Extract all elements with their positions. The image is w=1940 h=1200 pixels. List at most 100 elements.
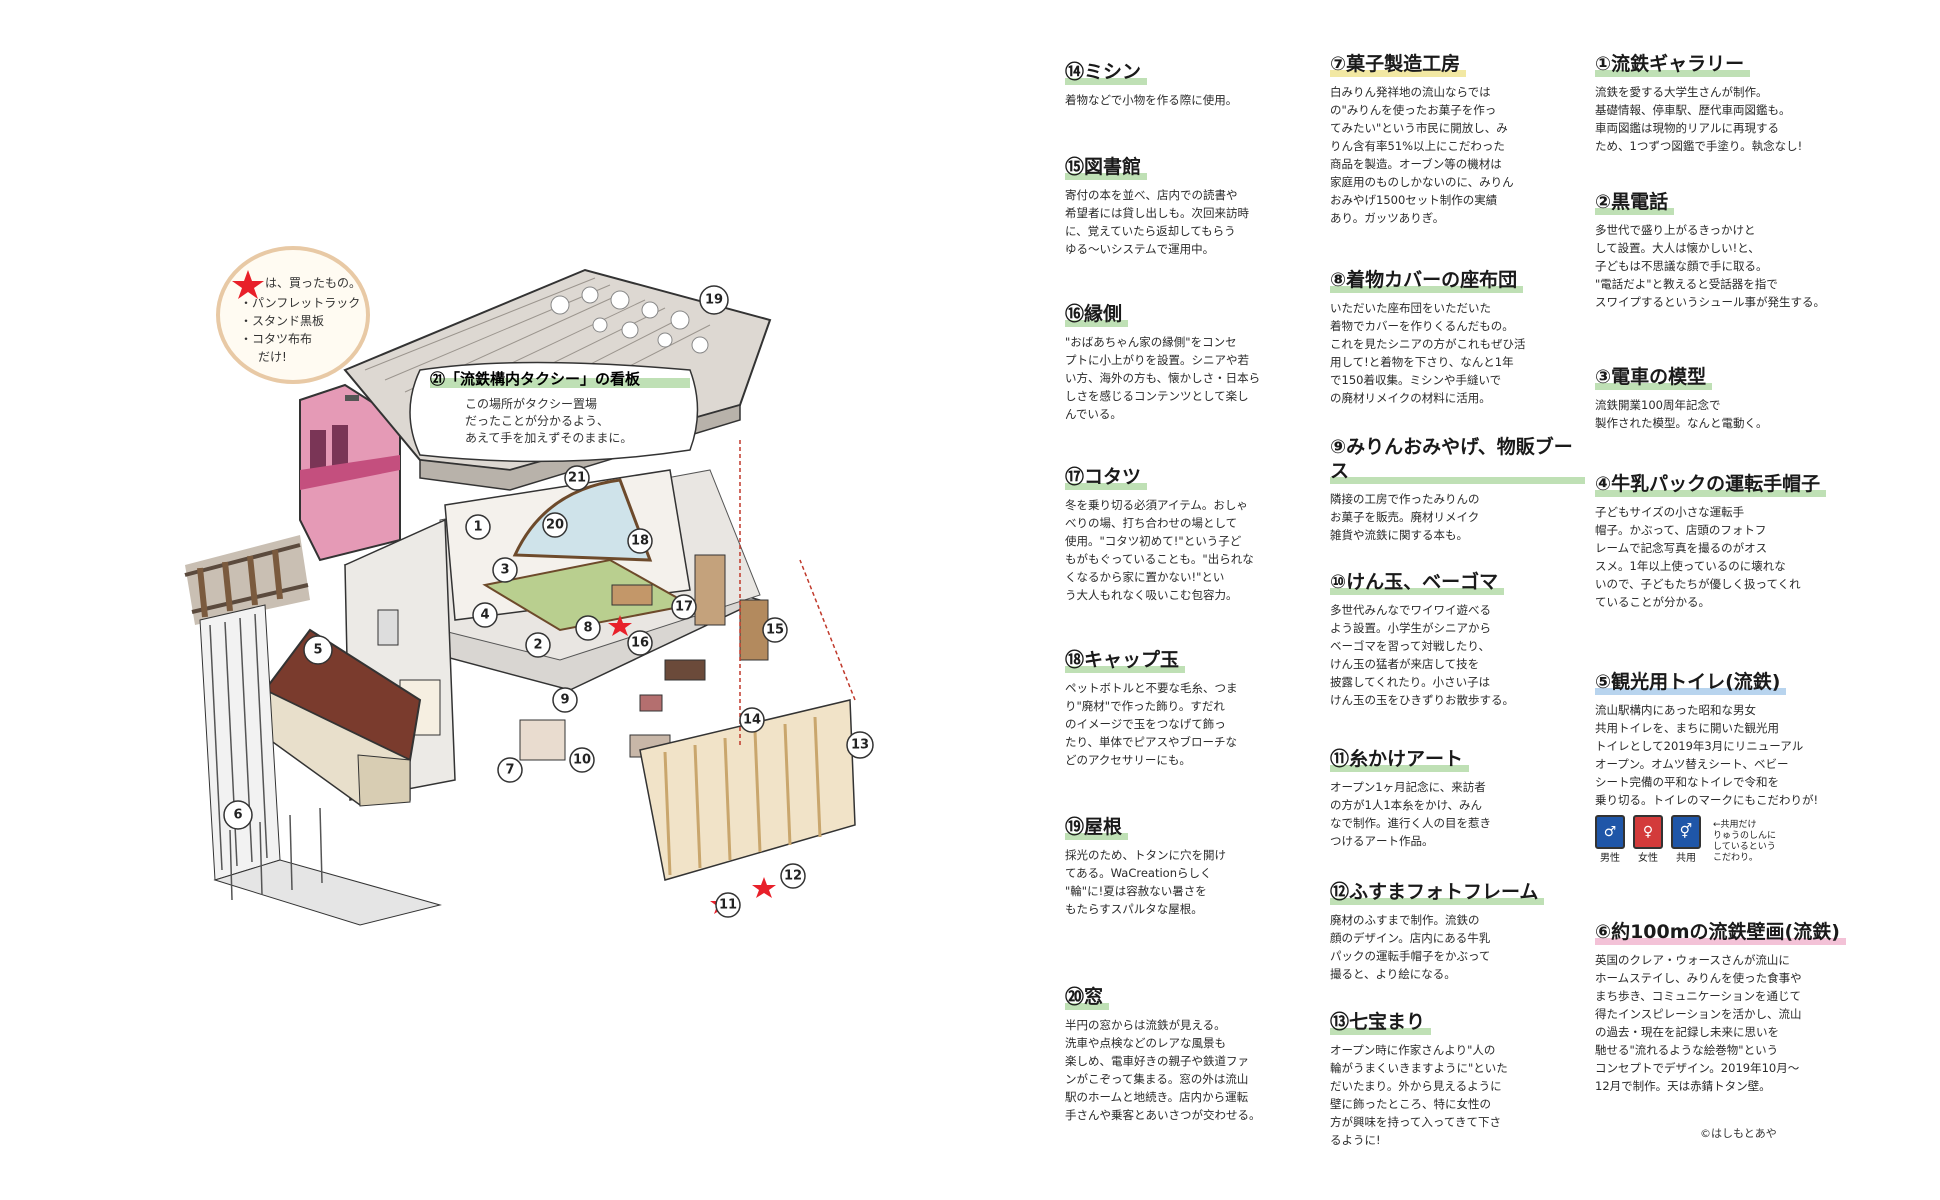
entry-line: オープン1ヶ月記念に、来訪者 (1330, 780, 1486, 794)
sign-line: あえて手を加えずそのままに。 (465, 431, 632, 445)
entry-train-model: ③電車の模型 流鉄開業100周年記念で製作された模型。なんと電動く。 (1595, 365, 1850, 432)
entry-engawa: ⑯縁側 "おばあちゃん家の縁側"をコンセプトに小上がりを設置。シニアや若い方、海… (1065, 302, 1320, 423)
entry-line: 壁に飾ったところ、特に女性の (1330, 1097, 1491, 1111)
entry-milk-carton-hat: ④牛乳パックの運転手帽子 子どもサイズの小さな運転手帽子。かぶって、店頭のフォト… (1595, 472, 1850, 611)
entry-line: ペットボトルと不要な毛糸、つま (1065, 681, 1238, 695)
entry-roof: ⑲屋根 採光のため、トタンに穴を開けてある。WaCreationらしく"輪"に!… (1065, 815, 1320, 918)
entry-line: これを見たシニアの方がこれもぜひ活 (1330, 337, 1526, 351)
entry-line: いただいた座布団をいただいた (1330, 301, 1491, 315)
entry-line: 用して!と着物を下さり、なんと1年 (1330, 355, 1514, 369)
entry-line: 楽しめ、電車好きの親子や鉄道ファ (1065, 1054, 1249, 1068)
entry-line: 顔のデザイン。店内にある牛乳 (1330, 931, 1491, 945)
entry-line: もたらすスパルタな屋根。 (1065, 902, 1203, 916)
station-illustration: は、買ったもの。 ・パンフレットラック ・スタンド黒板 ・コタツ布布 だけ! (184, 246, 874, 926)
entry-line: 車両図鑑は現物的リアルに再現する (1595, 121, 1779, 135)
legend-item: だけ! (258, 350, 287, 364)
entry-line: 駅のホームと地続き。店内から運転 (1065, 1090, 1249, 1104)
entry-kendama: ⑩けん玉、ベーゴマ 多世代みんなでワイワイ遊べるよう設置。小学生がシニアからベー… (1330, 570, 1585, 709)
entry-line: お菓子を販売。廃材リメイク (1330, 510, 1480, 524)
svg-text:2: 2 (533, 638, 542, 653)
entry-title: ⑮図書館 (1065, 155, 1148, 180)
entry-line: 子どもは不思議な顔で手に取る。 (1595, 259, 1768, 273)
svg-text:6: 6 (233, 808, 242, 823)
entry-line: 披露してくれたり。小さい子は (1330, 675, 1491, 689)
toilet-icons: ♂ 男性 ♀ 女性 ⚥ 共用 ←共用だけ りゅうのしんに しているという こだわ… (1595, 815, 1850, 864)
entry-line: トイレとして2019年3月にリニューアル (1595, 739, 1804, 753)
entry-line: 着物などで小物を作る際に使用。 (1065, 93, 1238, 107)
entry-line: おみやげ1500セット制作の実績 (1330, 193, 1498, 207)
marker-20: 20 (542, 512, 568, 538)
marker-3: 3 (492, 557, 518, 583)
toilet-label: 共用 (1676, 853, 1696, 864)
svg-text:3: 3 (500, 563, 509, 578)
entry-line: 輪がうまくいきますように"といた (1330, 1061, 1508, 1075)
entry-line: 共用トイレを、まちに開いた観光用 (1595, 721, 1779, 735)
entry-line: つけるアート作品。 (1330, 834, 1434, 848)
pink-train (299, 383, 401, 562)
entry-line: べりの場、打ち合わせの場として (1065, 516, 1238, 530)
legend-heading: は、買ったもの。 (265, 276, 361, 290)
entry-line: るように! (1330, 1133, 1381, 1147)
entry-line: 方が興味を持って入ってきて下さ (1330, 1115, 1502, 1129)
marker-21-roof: 21 (564, 465, 590, 491)
legend-bubble: は、買ったもの。 ・パンフレットラック ・スタンド黒板 ・コタツ布布 だけ! (216, 246, 370, 384)
female-icon: ♀ (1633, 815, 1663, 849)
entry-line: どのアクセサリーにも。 (1065, 753, 1191, 767)
entry-line: 乗り切る。トイレのマークにもこだわりが! (1595, 793, 1819, 807)
legend-item: ・スタンド黒板 (240, 314, 324, 328)
entry-line: まち歩き、コミュニケーションを通じて (1595, 989, 1801, 1003)
entry-line: 半円の窓からは流鉄が見える。 (1065, 1018, 1226, 1032)
entry-body: 着物などで小物を作る際に使用。 (1065, 91, 1320, 109)
fence (199, 604, 442, 926)
entry-line: "おばあちゃん家の縁側"をコンセ (1065, 335, 1237, 349)
entry-line: スメ。1年以上使っているのに壊れな (1595, 559, 1786, 573)
entry-title: ②黒電話 (1595, 190, 1675, 215)
entry-title: ①流鉄ギャラリー (1595, 52, 1751, 77)
svg-text:1: 1 (473, 520, 482, 535)
entry-line: 得たインスピレーションを活かし、流山 (1595, 1007, 1802, 1021)
sign-callout: ㉑「流鉄構内タクシー」の看板 この場所がタクシー置場 だったことが分かるよう、 … (409, 361, 699, 463)
entry-title: ⑦菓子製造工房 (1330, 52, 1467, 77)
toilet-label: 女性 (1638, 853, 1658, 864)
entry-line: り"廃材"で作った飾り。すだれ (1065, 699, 1225, 713)
entry-title: ⑲屋根 (1065, 815, 1129, 840)
marker-15: 15 (762, 617, 788, 643)
entry-line: 流鉄開業100周年記念で (1595, 398, 1721, 412)
entry-line: 英国のクレア・ウォースさんが流山に (1595, 953, 1790, 967)
entry-body: オープン1ヶ月記念に、来訪者の方が1人1本糸をかけ、みんなで制作。進行く人の目を… (1330, 778, 1585, 850)
marker-12: 12 (780, 863, 806, 889)
entry-line: ゆる〜いシステムで運用中。 (1065, 242, 1215, 256)
marker-11: 11 (715, 892, 741, 918)
entry-line: 隣接の工房で作ったみりんの (1330, 492, 1480, 506)
entry-title: ⑩けん玉、ベーゴマ (1330, 570, 1505, 595)
entry-body: 寄付の本を並べ、店内での読書や希望者には貸し出しも。次回来訪時に、覚えていたら返… (1065, 186, 1320, 258)
svg-text:5: 5 (313, 643, 322, 658)
marker-10: 10 (569, 747, 595, 773)
svg-text:17: 17 (675, 600, 693, 615)
entry-kimono-cushion: ⑧着物カバーの座布団 いただいた座布団をいただいた着物でカバーを作りくるんだもの… (1330, 268, 1585, 407)
entry-title: ⑳窓 (1065, 985, 1110, 1010)
entry-line: のイメージで玉をつなげて飾っ (1065, 717, 1226, 731)
entry-sewing-machine: ⑭ミシン 着物などで小物を作る際に使用。 (1065, 60, 1320, 109)
entry-line: なで制作。進行く人の目を惹き (1330, 816, 1491, 830)
entry-line: 帽子。かぶって、店頭のフォトフ (1595, 523, 1767, 537)
entry-confectionery-workshop: ⑦菓子製造工房 白みりん発祥地の流山ならではの"みりんを使ったお菓子を作ってみた… (1330, 52, 1585, 227)
entry-line: 基礎情報、停車駅、歴代車両図鑑も。 (1595, 103, 1791, 117)
entry-title: ⑥約100mの流鉄壁画(流鉄) (1595, 920, 1846, 945)
entry-line: "輪"に!夏は容赦ない暑さを (1065, 884, 1207, 898)
entry-line: パックの運転手帽子をかぶって (1330, 949, 1491, 963)
entry-mural: ⑥約100mの流鉄壁画(流鉄) 英国のクレア・ウォースさんが流山にホームステイし… (1595, 920, 1850, 1095)
entry-line: けん玉の玉をひきずりお散歩する。 (1330, 693, 1514, 707)
entry-library: ⑮図書館 寄付の本を並べ、店内での読書や希望者には貸し出しも。次回来訪時に、覚え… (1065, 155, 1320, 258)
entry-line: 廃材のふすまで制作。流鉄の (1330, 913, 1480, 927)
entry-line: もがもぐっていることも。"出られな (1065, 552, 1254, 566)
entry-line: ンがこぞって集まる。窓の外は流山 (1065, 1072, 1249, 1086)
copyright: ©はしもとあや (1700, 1127, 1777, 1140)
entry-fusuma-frame: ⑫ふすまフォトフレーム 廃材のふすまで制作。流鉄の顔のデザイン。店内にある牛乳パ… (1330, 880, 1585, 983)
entry-body: 隣接の工房で作ったみりんのお菓子を販売。廃材リメイク雑貨や流鉄に関する本も。 (1330, 490, 1585, 544)
toilet-note: ←共用だけ りゅうのしんに しているという こだわり。 (1713, 820, 1777, 863)
entry-body: 多世代みんなでワイワイ遊べるよう設置。小学生がシニアからベーゴマを習って対戦した… (1330, 601, 1585, 709)
entry-line: コンセプトでデザイン。2019年10月〜 (1595, 1061, 1800, 1075)
star-icon (752, 877, 776, 898)
toilet-label: 男性 (1600, 853, 1620, 864)
